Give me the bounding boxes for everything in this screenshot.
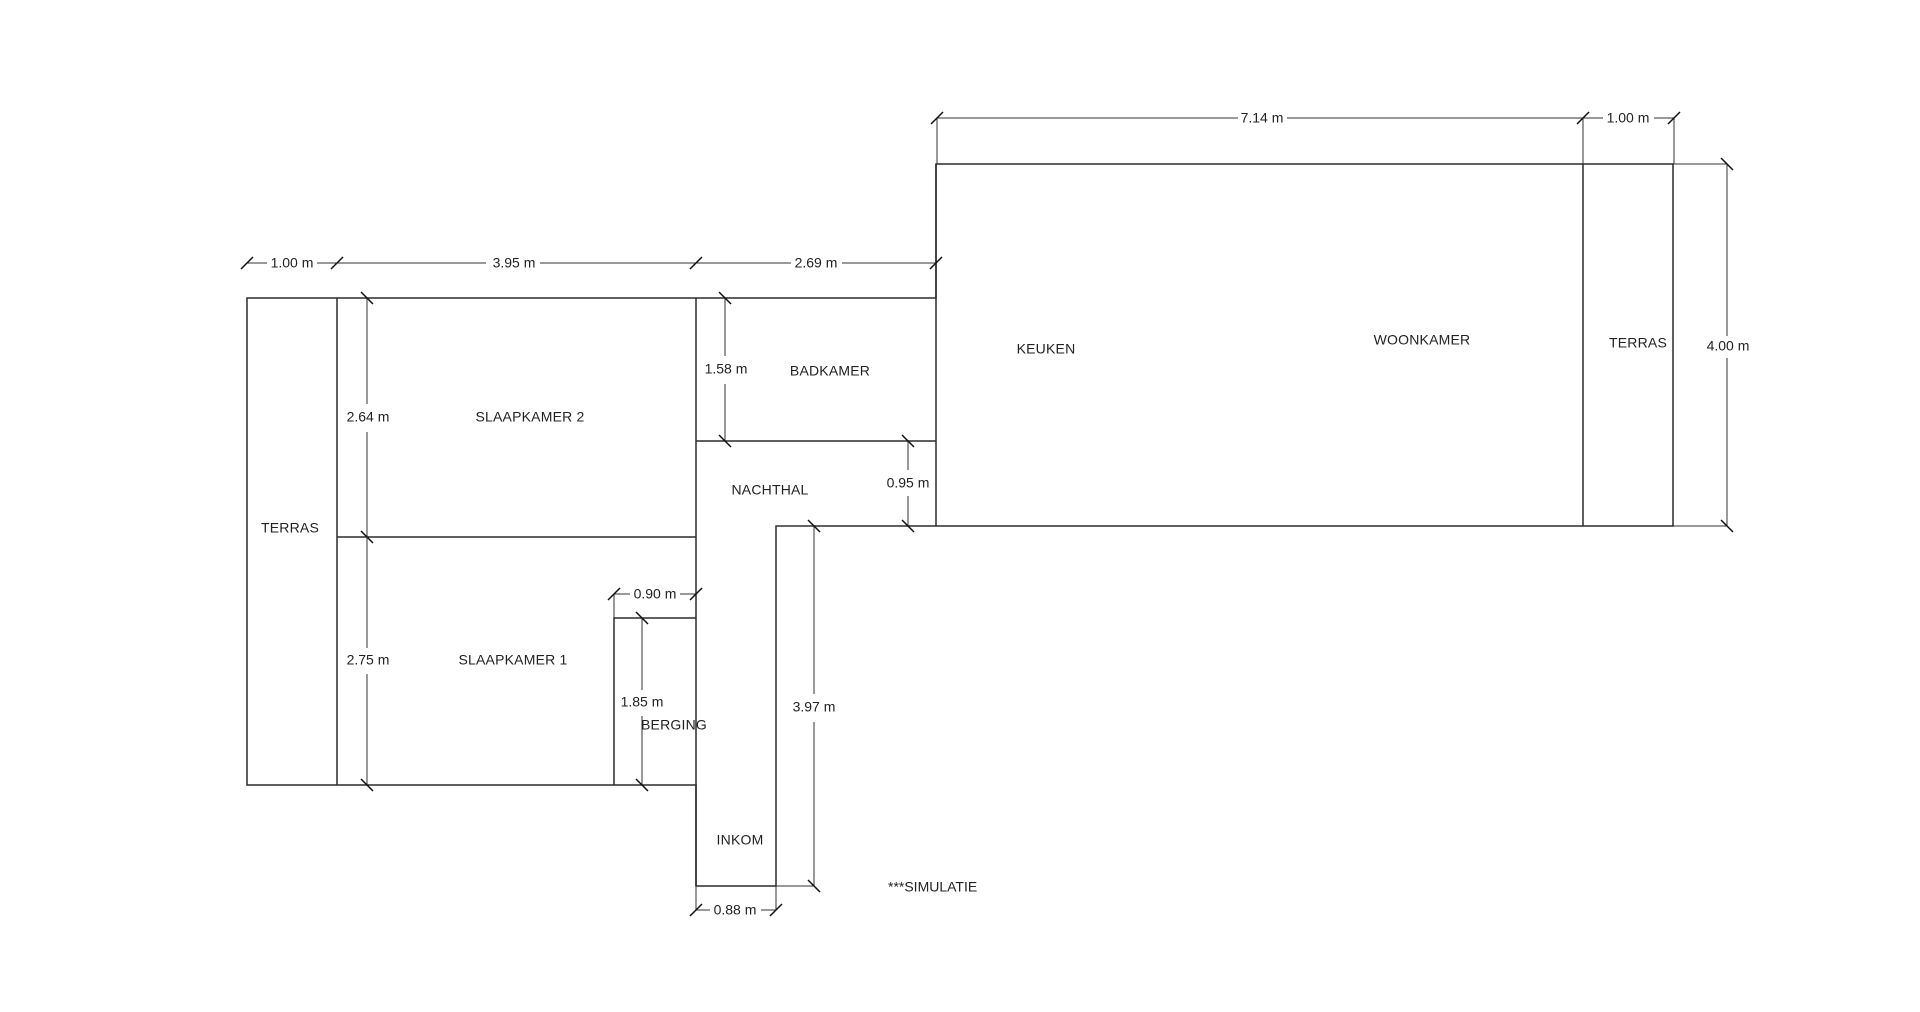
tick [1576,111,1590,125]
room-label-terras-right: TERRAS [1609,335,1667,351]
dimension-lines [240,111,1734,917]
tick [360,778,374,792]
tick [718,434,732,448]
tick [1720,519,1734,533]
tick [901,519,915,533]
tick [930,111,944,125]
room-label-berging: BERGING [641,717,707,733]
dim-label-terras-left-width: 1.00 m [271,255,314,271]
room-label-woonkamer: WOONKAMER [1374,332,1471,348]
tick [901,434,915,448]
tick [929,256,943,270]
tick [689,256,703,270]
outer-wall-outline [246,163,1674,887]
room-label-slaapkamer2: SLAAPKAMER 2 [476,409,585,425]
dim-label-slaapkamer-width: 3.95 m [493,255,536,271]
dim-label-right-height: 4.00 m [1707,338,1750,354]
tick [635,778,649,792]
dim-label-slaapkamer2-height: 2.64 m [347,409,390,425]
tick [769,903,783,917]
tick [807,879,821,893]
dim-label-slaapkamer1-height: 2.75 m [347,652,390,668]
tick [1667,111,1681,125]
room-label-keuken: KEUKEN [1017,341,1076,357]
dim-label-berging-width: 0.90 m [634,586,677,602]
dim-label-inkom-width: 0.88 m [714,902,757,918]
room-labels: TERRAS SLAAPKAMER 2 SLAAPKAMER 1 BERGING… [261,332,1667,848]
dim-label-badkamer-height: 1.58 m [705,361,748,377]
dim-label-terras-right-width: 1.00 m [1607,110,1650,126]
dim-label-badkamer-width: 2.69 m [795,255,838,271]
dim-label-nachthal-height: 0.95 m [887,475,930,491]
tick [1720,157,1734,171]
tick [689,587,703,601]
room-label-nachthal: NACHTHAL [731,482,808,498]
room-label-terras-left: TERRAS [261,520,319,536]
dim-label-berging-height: 1.85 m [621,694,664,710]
tick [718,291,732,305]
simulation-note: ***SIMULATIE [888,879,977,895]
dim-label-inkom-height: 3.97 m [793,699,836,715]
tick [807,519,821,533]
tick [240,256,254,270]
room-label-slaapkamer1: SLAAPKAMER 1 [459,652,568,668]
room-label-inkom: INKOM [717,832,764,848]
dim-label-woonkamer-width: 7.14 m [1241,110,1284,126]
tick [635,611,649,625]
tick [607,587,621,601]
tick [330,256,344,270]
room-label-badkamer: BADKAMER [790,363,870,379]
walls [246,163,1674,887]
dimension-labels: 7.14 m 1.00 m 1.00 m 3.95 m 2.69 m 4.00 … [271,110,1750,918]
tick [360,291,374,305]
tick [689,903,703,917]
